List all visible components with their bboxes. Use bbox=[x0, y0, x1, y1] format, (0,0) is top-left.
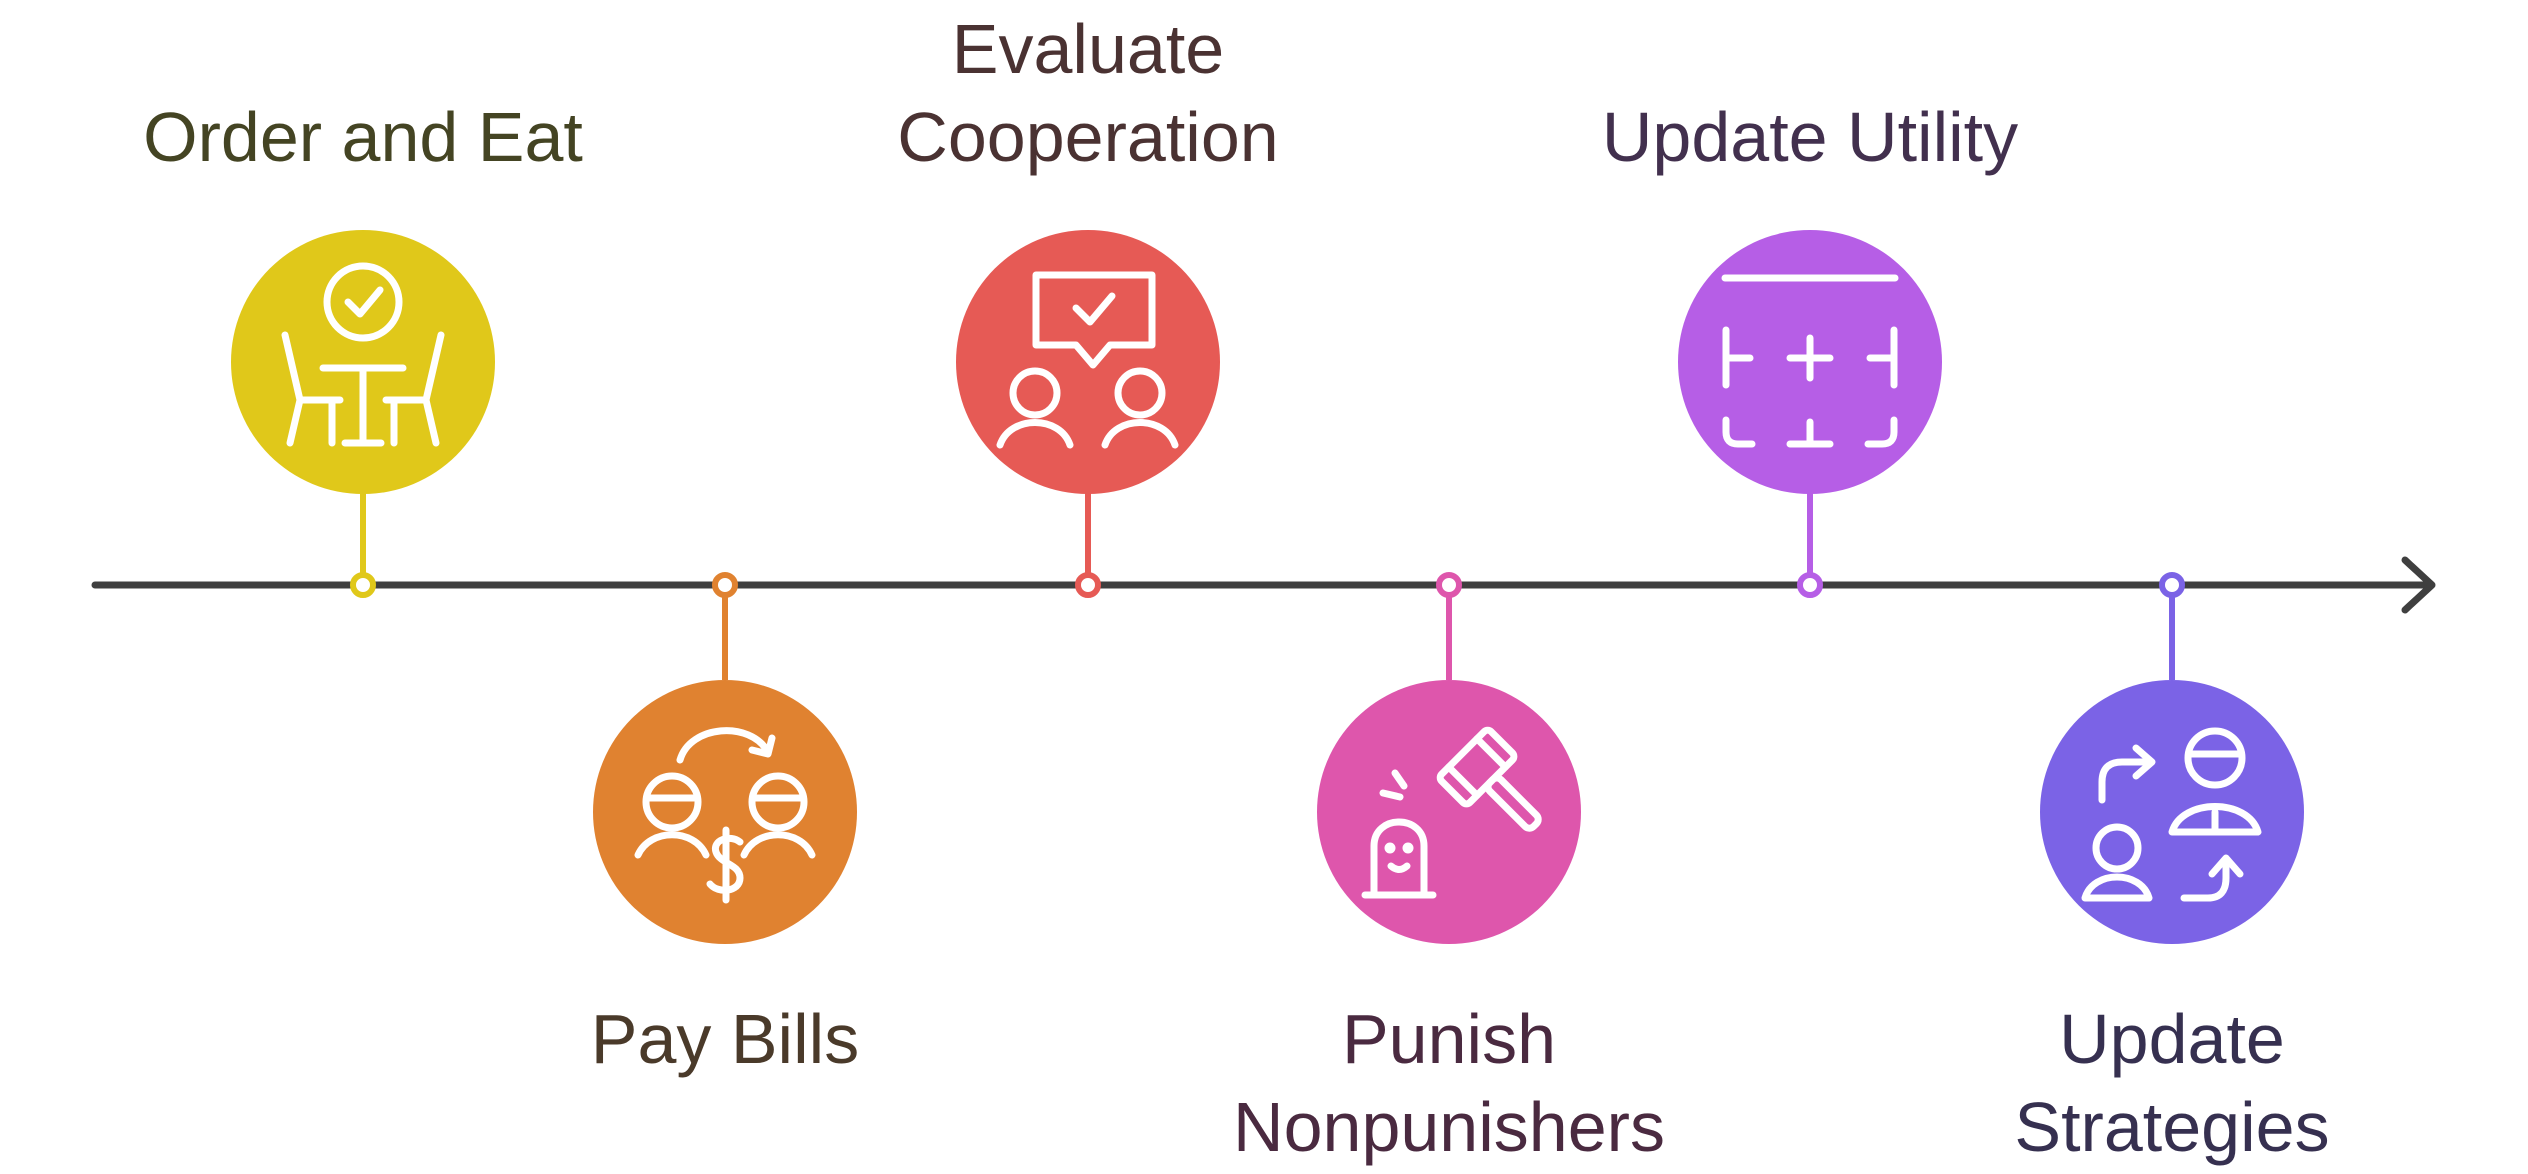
step-circle bbox=[2040, 680, 2304, 944]
step-label-line: Pay Bills bbox=[590, 1000, 860, 1078]
step-update-utility bbox=[1678, 230, 1942, 598]
timeline-node bbox=[1797, 572, 1823, 598]
step-label-line: Update Utility bbox=[1601, 98, 2019, 176]
step-label-evaluate-cooperation: Evaluate Cooperation bbox=[768, 5, 1408, 181]
step-order-and-eat bbox=[231, 230, 495, 598]
step-punish-nonpunishers bbox=[1317, 572, 1581, 944]
step-label-line: Update bbox=[2059, 1000, 2285, 1078]
timeline-node bbox=[712, 572, 738, 598]
step-label-line: Evaluate bbox=[951, 10, 1225, 88]
step-label-order-and-eat: Order and Eat bbox=[43, 93, 683, 181]
step-label-update-strategies: Update Strategies bbox=[1852, 995, 2492, 1171]
step-circle bbox=[593, 680, 857, 944]
dining-table-check-icon bbox=[281, 262, 445, 447]
step-evaluate-cooperation bbox=[956, 230, 1220, 598]
step-label-pay-bills: Pay Bills bbox=[405, 995, 1045, 1083]
step-label-line: Cooperation bbox=[897, 98, 1279, 176]
timeline-node bbox=[1436, 572, 1462, 598]
people-approval-chat-icon bbox=[996, 271, 1179, 449]
timeline-node bbox=[2159, 572, 2185, 598]
step-update-strategies bbox=[2040, 572, 2304, 944]
gavel-punish-icon bbox=[1361, 726, 1542, 899]
step-pay-bills bbox=[593, 572, 857, 944]
step-circle bbox=[1317, 680, 1581, 944]
timeline-arrowhead bbox=[2401, 556, 2436, 614]
grid-adjust-icon bbox=[1721, 274, 1899, 448]
step-label-update-utility: Update Utility bbox=[1490, 93, 2130, 181]
step-label-punish-nonpunishers: Punish Nonpunishers bbox=[1129, 995, 1769, 1171]
step-label-line: Punish bbox=[1341, 1000, 1557, 1078]
timeline-node bbox=[1075, 572, 1101, 598]
step-label-line: Strategies bbox=[2014, 1088, 2330, 1166]
people-update-arrows-icon bbox=[2081, 727, 2262, 902]
step-label-line: Nonpunishers bbox=[1233, 1088, 1665, 1166]
step-label-line: Order and Eat bbox=[143, 98, 583, 176]
step-circle bbox=[231, 230, 495, 494]
people-money-exchange-icon bbox=[634, 727, 816, 904]
timeline-node bbox=[350, 572, 376, 598]
